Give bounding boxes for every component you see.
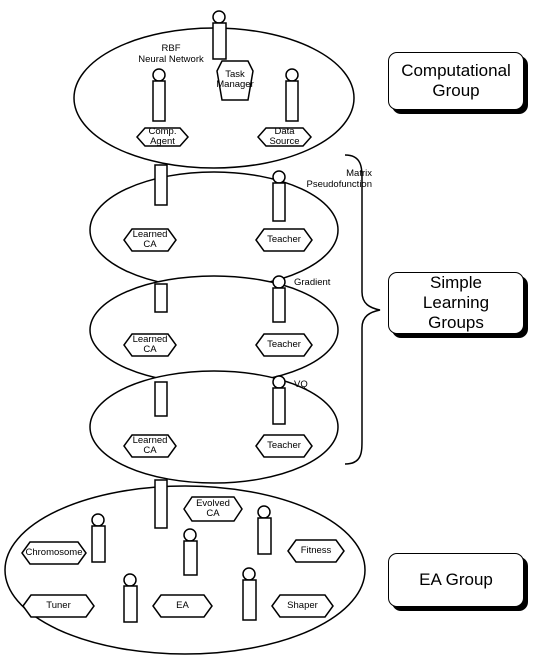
evolved-ca-hex [183,496,243,522]
task-manager-head-icon [212,10,226,24]
teacher-2-hex [255,333,313,357]
fitness-agent-body-icon [257,517,272,555]
chromosome-agent-body-icon [91,525,106,563]
connector-rod [154,283,168,313]
connector-rod [154,479,168,529]
learning-group-ellipse-2 [89,275,339,385]
fitness-agent-head-icon [257,505,271,519]
simple-learning-groups-label: Simple Learning Groups [388,272,524,334]
learned-ca-1-hex [123,228,177,252]
connector-rod [154,164,168,206]
learned-ca-3-hex [123,434,177,458]
data-source-label: Data Source [269,125,300,147]
shaper-agent-head-icon [242,567,256,581]
chromosome-label: Chromosome [25,546,83,558]
data-source-body-icon [285,80,299,122]
data-source-head-icon [285,68,299,82]
tuner-agent-body-icon [123,585,138,623]
ea-agent-head-icon [183,528,197,542]
task-manager-label: Task Manager [216,68,254,90]
teacher-2-head-icon [272,275,286,289]
tuner-hex [22,594,95,618]
data-source-hex [256,127,313,147]
comp-agent-hex [135,127,190,147]
shaper-hex [271,594,334,618]
shaper-agent-body-icon [242,579,257,621]
chromosome-agent-head-icon [91,513,105,527]
comp-agent-label: Comp. Agent [148,125,177,147]
matrix-pseudofunction-label: Matrix Pseudofunction [306,168,373,190]
learning-groups-brace [344,154,381,465]
fitness-label: Fitness [300,544,332,556]
connector-rod [154,381,168,417]
comp-agent-body-icon [152,80,166,122]
vq-label: VQ [294,379,308,390]
learned-ca-2-hex [123,333,177,357]
ea-agent-body-icon [183,540,198,576]
teacher-2-body-icon [272,287,286,323]
teacher-1-body-icon [272,182,286,222]
tuner-agent-head-icon [123,573,137,587]
teacher-1-hex [255,228,313,252]
shaper-label: Shaper [287,599,318,611]
learned-ca-1-label: Learned CA [132,228,168,250]
rbf-neural-network-label: RBF Neural Network [138,43,204,65]
ea-group-label: EA Group [388,553,524,607]
task-manager-hex [216,60,254,101]
gradient-label: Gradient [294,277,331,288]
fitness-hex [287,539,345,563]
teacher-3-hex [255,434,313,458]
teacher-3-label: Teacher [267,439,301,451]
tuner-label: Tuner [46,599,71,611]
comp-agent-head-icon [152,68,166,82]
teacher-3-head-icon [272,375,286,389]
learned-ca-3-label: Learned CA [132,434,168,456]
teacher-1-label: Teacher [267,233,301,245]
computational-group-label: Computational Group [388,52,524,110]
learned-ca-2-label: Learned CA [132,333,168,355]
teacher-3-body-icon [272,387,286,425]
chromosome-hex [21,541,87,565]
teacher-2-label: Teacher [267,338,301,350]
task-manager-body-icon [212,22,227,60]
ea-hex [152,594,213,618]
evolved-ca-label: Evolved CA [196,497,230,519]
ea-label: EA [176,599,189,611]
